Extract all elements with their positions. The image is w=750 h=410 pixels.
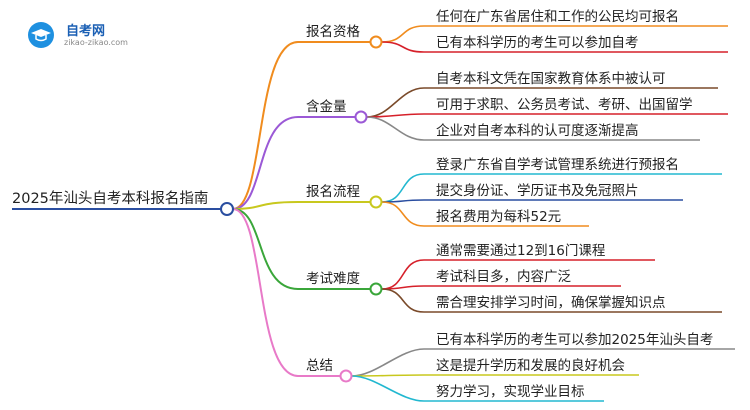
logo: 自考网 zikao-zikao.com xyxy=(28,18,148,52)
logo-subtitle: zikao-zikao.com xyxy=(64,38,128,47)
branch-connector xyxy=(232,41,299,210)
leaf-label: 企业对自考本科的认可度逐渐提高 xyxy=(436,122,639,139)
leaf-connector xyxy=(351,348,425,377)
leaf-label: 考试科目多，内容广泛 xyxy=(436,268,571,285)
branch-label: 报名流程 xyxy=(306,184,360,200)
branch-label: 报名资格 xyxy=(306,24,360,40)
branch-connector xyxy=(232,201,299,210)
leaf-label: 提交身份证、学历证书及免冠照片 xyxy=(436,182,639,199)
leaf-label: 登录广东省自学考试管理系统进行预报名 xyxy=(436,157,679,173)
branch-connector xyxy=(232,116,299,210)
leaf-connector xyxy=(381,201,425,227)
leaf-connector xyxy=(381,41,425,53)
leaf-connector xyxy=(381,173,425,203)
graduation-cap-icon xyxy=(28,22,54,48)
leaf-label: 通常需要通过12到16门课程 xyxy=(436,243,605,259)
branch-node-dot xyxy=(369,35,383,49)
branch-label: 含金量 xyxy=(306,99,347,115)
root-label: 2025年汕头自考本科报名指南 xyxy=(12,190,208,207)
branch-connector xyxy=(232,208,299,290)
leaf-label: 已有本科学历的考生可以参加自考 xyxy=(436,34,639,51)
branch-node-dot xyxy=(369,195,383,209)
branch-connector xyxy=(232,208,299,377)
leaf-connector xyxy=(381,259,425,290)
branch-label: 考试难度 xyxy=(306,271,360,287)
leaf-connector xyxy=(351,375,425,402)
leaf-label: 自考本科文凭在国家教育体系中被认可 xyxy=(436,70,666,87)
logo-title: 自考网 xyxy=(66,24,106,39)
leaf-label: 可用于求职、公务员考试、考研、出国留学 xyxy=(436,97,693,113)
branch-node-dot xyxy=(354,110,368,124)
branch-label: 总结 xyxy=(306,358,333,374)
leaf-connector xyxy=(381,25,425,43)
leaf-label: 报名费用为每科52元 xyxy=(436,209,561,225)
branch-node-dot xyxy=(339,369,353,383)
leaf-connector xyxy=(351,374,425,377)
leaf-connector xyxy=(381,288,425,313)
branch-node-dot xyxy=(369,282,383,296)
leaf-label: 这是提升学历和发展的良好机会 xyxy=(436,357,625,374)
leaf-label: 努力学习，实现学业目标 xyxy=(436,384,585,400)
leaf-label: 任何在广东省居住和工作的公民均可报名 xyxy=(436,9,679,25)
leaf-connector xyxy=(366,116,425,141)
root-node-dot xyxy=(220,202,234,216)
leaf-connector xyxy=(366,87,425,118)
leaf-label: 已有本科学历的考生可以参加2025年汕头自考 xyxy=(436,331,713,348)
leaf-label: 需合理安排学习时间，确保掌握知识点 xyxy=(436,294,666,311)
